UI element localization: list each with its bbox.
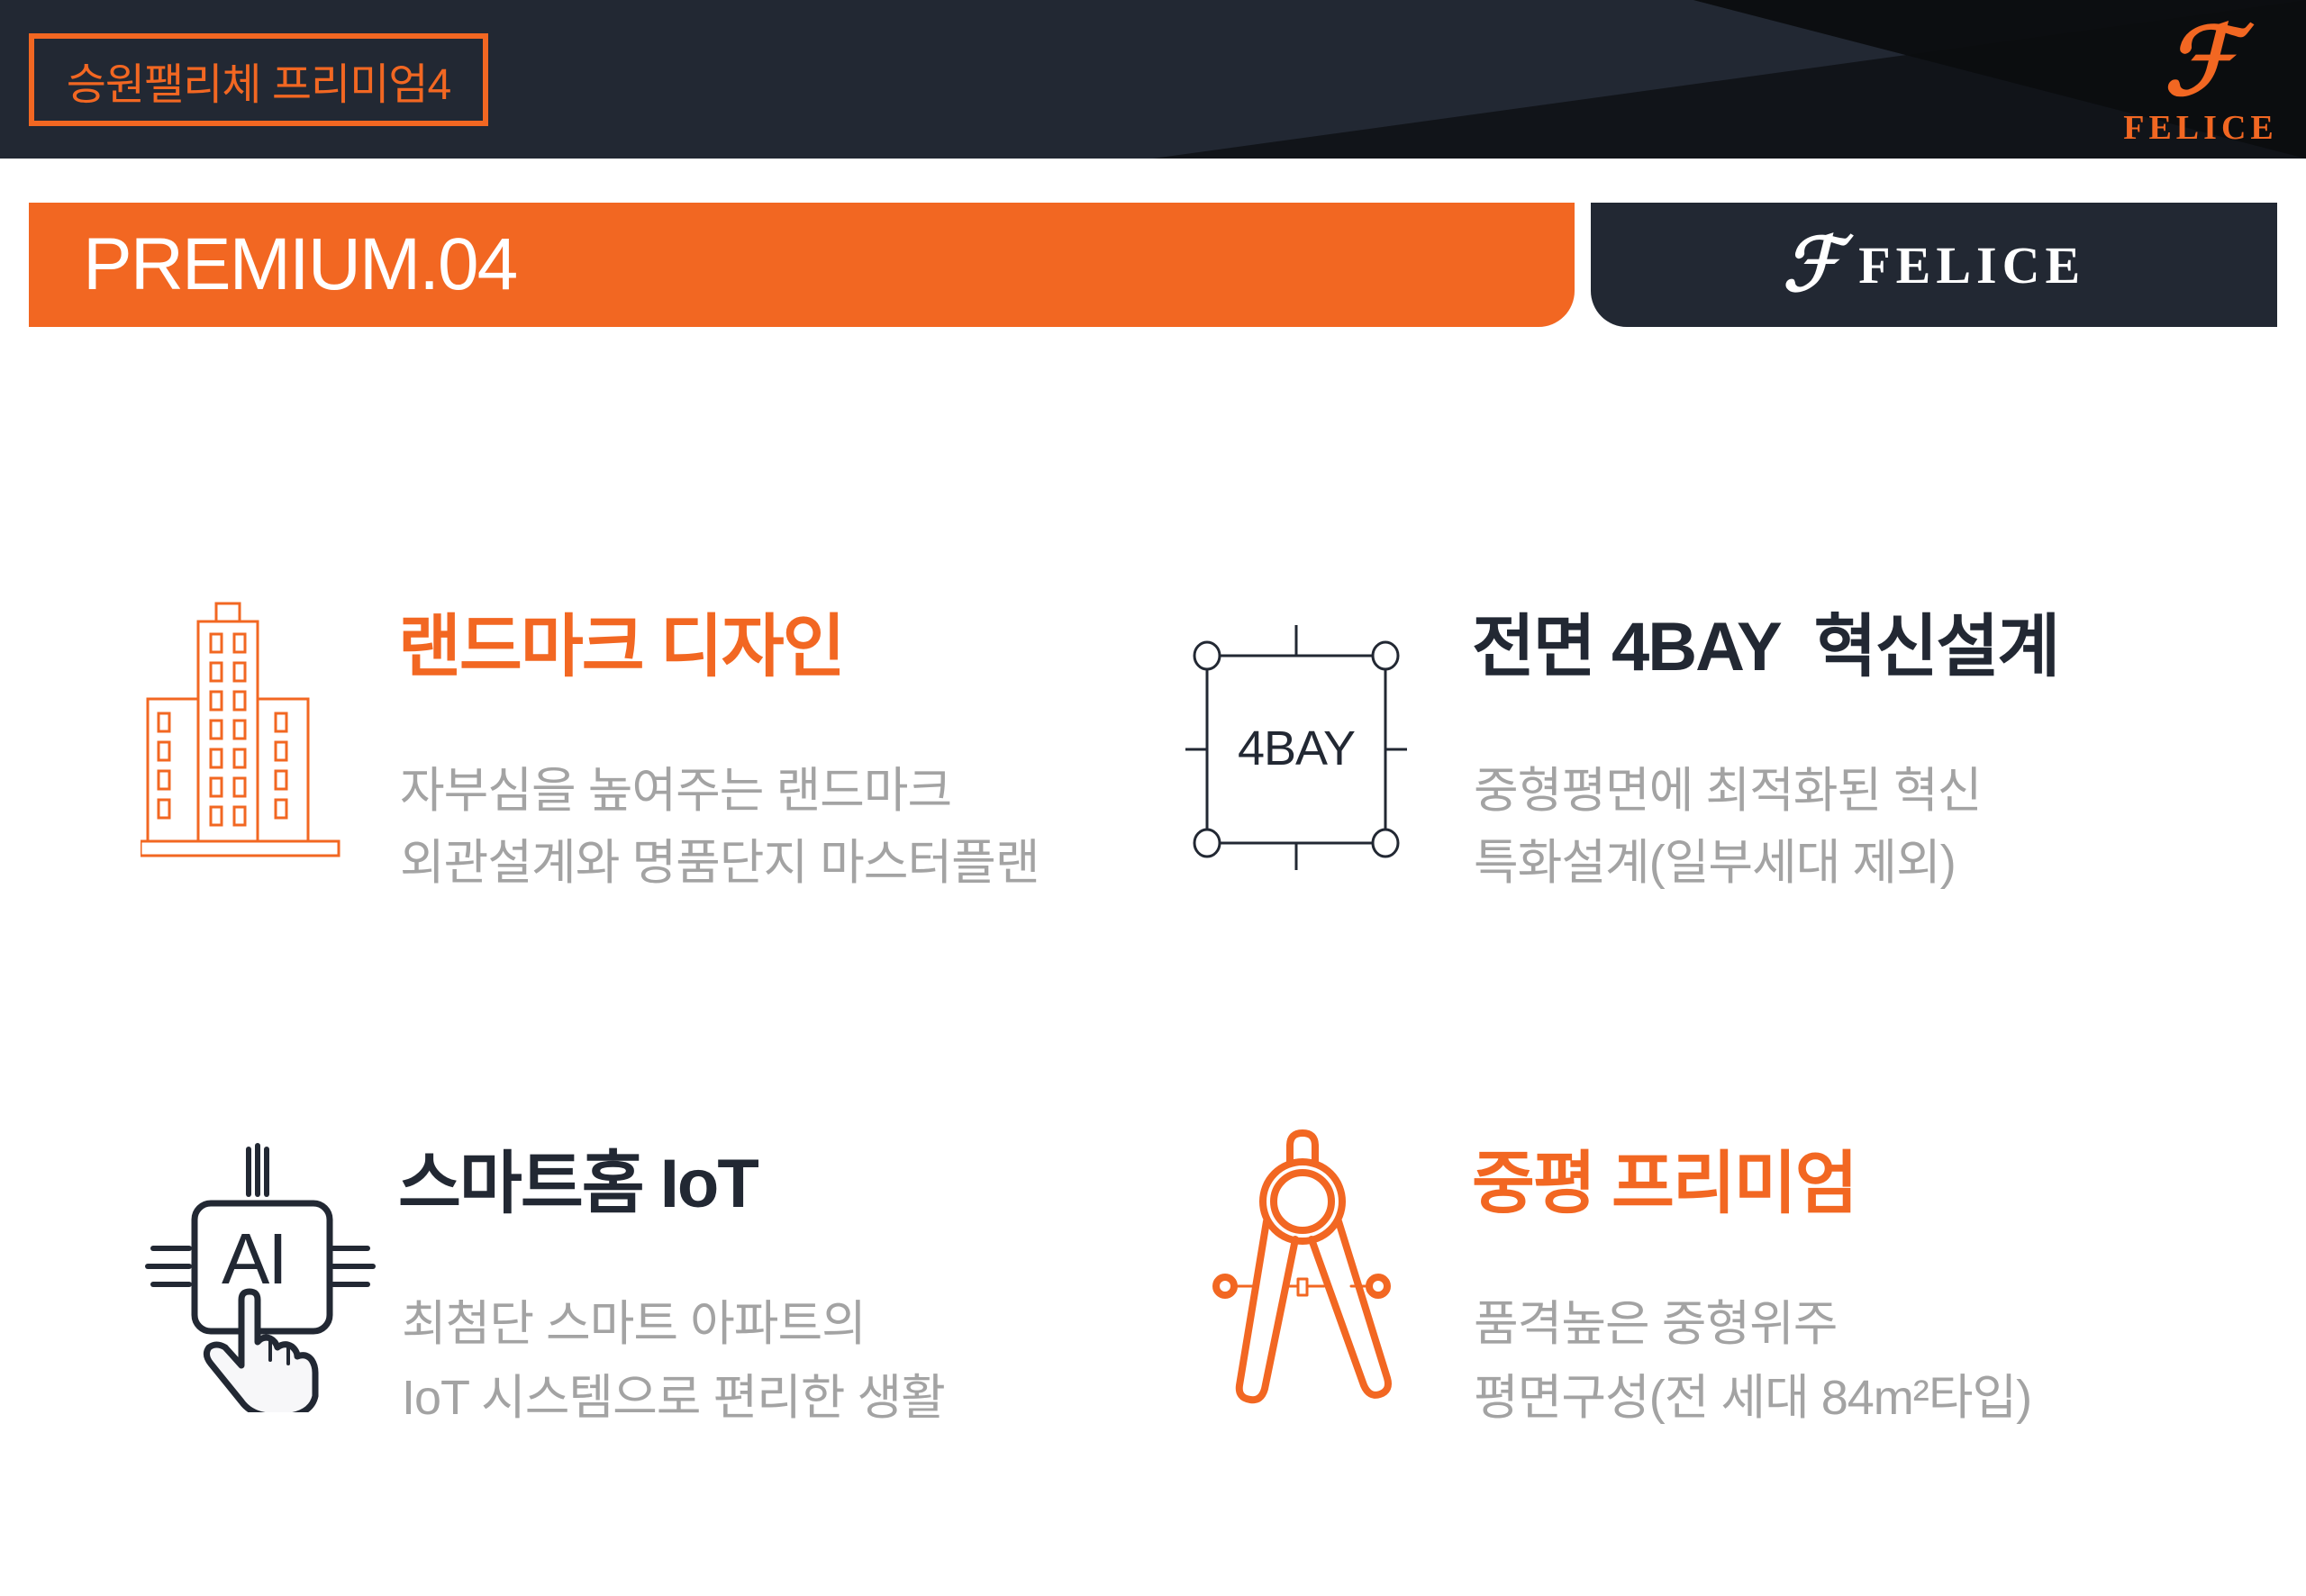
section-title: PREMIUM.04: [83, 223, 518, 305]
feature-description-line-2: 외관설계와 명품단지 마스터플랜: [400, 836, 1040, 890]
feature-title: 스마트홈 IoT: [398, 1146, 759, 1222]
feature-title: 중평 프리미엄: [1472, 1146, 1858, 1222]
brand-wordmark: FELICE: [1858, 235, 2086, 295]
logo-wordmark: FELICE: [2123, 109, 2278, 147]
feature-description-line-1: 품격높은 중형위주: [1474, 1297, 1838, 1351]
felice-logo: ℱ FELICE: [2115, 5, 2286, 149]
feature-description-line-2: IoT 시스템으로 편리한 생활: [402, 1371, 946, 1425]
feature-description-line-2: 특화설계(일부세대 제외): [1474, 836, 1956, 890]
felice-f-monogram-icon: ℱ: [2164, 5, 2238, 116]
feature-title: 랜드마크 디자인: [398, 609, 846, 685]
top-banner: 승원팰리체 프리미엄4 ℱ FELICE: [0, 0, 2306, 159]
project-tag: 승원팰리체 프리미엄4: [29, 33, 488, 126]
felice-f-monogram-icon: ℱ: [1782, 222, 1841, 308]
brand-bar: ℱ FELICE: [1591, 203, 2277, 327]
project-tag-label: 승원팰리체 프리미엄4: [66, 60, 451, 109]
ai-touch-icon: [145, 1143, 376, 1412]
floorplan-icon-label: 4BAY: [1238, 721, 1356, 775]
building-icon: [141, 602, 340, 857]
feature-description-line-1: 중형평면에 최적화된 혁신: [1474, 764, 1982, 818]
feature-description-line-1: 자부심을 높여주는 랜드마크: [400, 764, 952, 818]
ai-icon-label: AI: [222, 1219, 288, 1299]
feature-description-line-1: 최첨단 스마트 아파트의: [402, 1297, 867, 1351]
floorplan-4bay-icon: [1185, 625, 1407, 870]
banner-diagonal-background: [0, 0, 2306, 159]
feature-description-line-2: 평면구성(전 세대 84m²타입): [1474, 1371, 2032, 1425]
section-title-bar: PREMIUM.04: [29, 203, 1575, 327]
feature-title: 전면 4BAY 혁신설계: [1472, 609, 2060, 685]
drafting-compass-icon: [1212, 1129, 1392, 1404]
